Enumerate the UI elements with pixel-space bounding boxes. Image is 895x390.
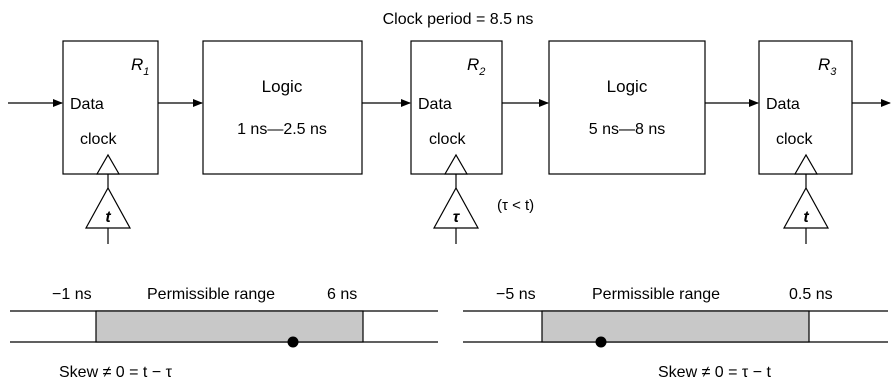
register-r2: R2 Data clock τ — [410, 40, 503, 244]
clock-period-title: Clock period = 8.5 ns — [383, 11, 534, 28]
buffer-r2-label: τ — [453, 209, 461, 226]
logic-2-label: Logic — [607, 77, 648, 96]
range-2-marker-dot — [595, 336, 607, 348]
range-1-max: 6 ns — [327, 286, 357, 303]
range-2-bar — [541, 310, 810, 343]
range-1-bar — [95, 310, 364, 343]
tau-condition: (τ < t) — [497, 197, 534, 214]
range-2-skew: Skew ≠ 0 = τ − t — [658, 364, 771, 381]
register-r3-clock-label: clock — [776, 131, 813, 148]
logic-block-1: Logic 1 ns—2.5 ns — [202, 40, 363, 175]
register-r3-data-label: Data — [766, 96, 800, 113]
logic-1-delay: 1 ns—2.5 ns — [237, 121, 327, 138]
buffer-r3-label: t — [803, 209, 809, 226]
range-1-label: Permissible range — [147, 286, 275, 303]
range-2-min: −5 ns — [496, 286, 536, 303]
register-r3-label: R3 — [818, 55, 837, 78]
logic-2-delay: 5 ns—8 ns — [589, 121, 665, 138]
logic-block-2: Logic 5 ns—8 ns — [548, 40, 706, 175]
register-r3: R3 Data clock t — [758, 40, 853, 244]
register-r1: R1 Data clock t — [62, 40, 159, 244]
register-r2-data-label: Data — [418, 96, 452, 113]
buffer-r1-label: t — [105, 209, 111, 226]
logic-1-label: Logic — [262, 77, 303, 96]
permissible-range-1: −1 ns Permissible range 6 ns Skew ≠ 0 = … — [10, 286, 438, 381]
register-r2-label: R2 — [467, 55, 485, 78]
register-r1-label: R1 — [131, 55, 149, 78]
range-1-min: −1 ns — [52, 286, 92, 303]
range-2-label: Permissible range — [592, 286, 720, 303]
register-r1-clock-label: clock — [80, 131, 117, 148]
register-r1-data-label: Data — [70, 96, 104, 113]
permissible-range-2: −5 ns Permissible range 0.5 ns Skew ≠ 0 … — [463, 286, 888, 381]
register-r2-clock-label: clock — [429, 131, 466, 148]
range-1-marker-dot — [287, 336, 299, 348]
range-1-skew: Skew ≠ 0 = t − τ — [59, 364, 173, 381]
range-2-max: 0.5 ns — [789, 286, 833, 303]
